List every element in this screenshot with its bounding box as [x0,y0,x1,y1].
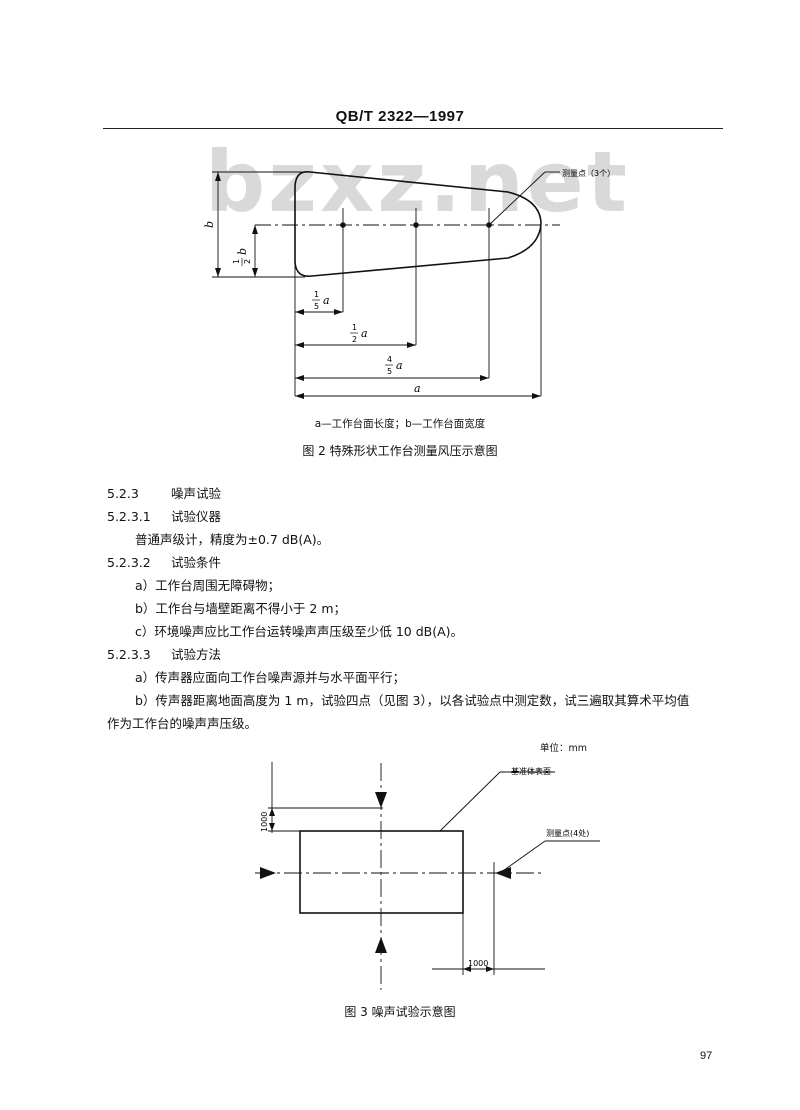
figure-2-diagram: 测量点（3个） b 1 2 b 1 5 a 1 2 a 4 5 a a [203,169,615,399]
dim-half-a-label: 1 2 a [350,323,368,344]
measuring-point-3 [486,222,492,228]
svg-text:2: 2 [352,335,357,344]
page-number: 97 [700,1050,713,1062]
svg-text:a: a [396,359,403,372]
measuring-point-2 [413,222,419,228]
svg-text:a: a [323,294,330,307]
paragraph-instrument: 普通声级计，精度为±0.7 dB(A)。 [135,532,330,547]
worktable-outline [294,170,542,278]
measuring-points-callout: 测量点（3个） [562,169,615,178]
svg-text:2: 2 [243,259,252,264]
svg-text:1: 1 [314,290,319,299]
header-rule [103,128,723,129]
list-item: c）环境噪声应比工作台运转噪声声压级至少低 10 dB(A)。 [135,624,464,639]
svg-text:5: 5 [314,302,319,311]
list-item-continuation: 作为工作台的噪声声压级。 [107,716,258,731]
list-item: b）传声器距离地面高度为 1 m，试验四点（见图 3），以各试验点中测定数，试三… [135,693,690,708]
dim-fifth-a-label: 1 5 a [312,290,330,311]
figure-2-caption: 图 2 特殊形状工作台测量风压示意图 [302,444,498,458]
list-item: a）传声器应面向工作台噪声源并与水平面平行； [135,670,406,685]
measuring-point-1 [340,222,346,228]
svg-text:1: 1 [352,323,357,332]
list-item: b）工作台与墙壁距离不得小于 2 m； [135,601,347,616]
dim-a-label: a [414,382,421,395]
list-item: a）工作台周围无障碍物； [135,578,281,593]
measuring-point-top [375,792,387,808]
svg-text:1: 1 [232,259,241,264]
measuring-point-bottom [375,937,387,953]
svg-text:5: 5 [387,367,392,376]
svg-text:4: 4 [387,355,392,364]
dim-four-fifths-a-label: 4 5 a [385,355,403,376]
svg-text:a: a [361,327,368,340]
unit-label: 单位：mm [540,743,588,754]
dim-horizontal-1000: 1000 [468,959,488,968]
figure-2-legend: a—工作台面长度；b—工作台面宽度 [314,418,486,430]
standard-number-header: QB/T 2322—1997 [335,108,465,125]
dim-half-b-label: 1 2 b [232,248,252,266]
reference-body [299,830,464,914]
reference-surface-label: 基准体表面 [511,766,551,776]
svg-text:b: b [236,248,249,255]
measuring-points-label: 测量点(4处) [546,828,589,838]
figure-3-caption: 图 3 噪声试验示意图 [344,1005,456,1019]
dim-vertical-1000: 1000 [260,812,269,832]
measuring-point-right [495,867,511,879]
measuring-point-left [260,867,276,879]
dim-b-label: b [203,221,216,228]
